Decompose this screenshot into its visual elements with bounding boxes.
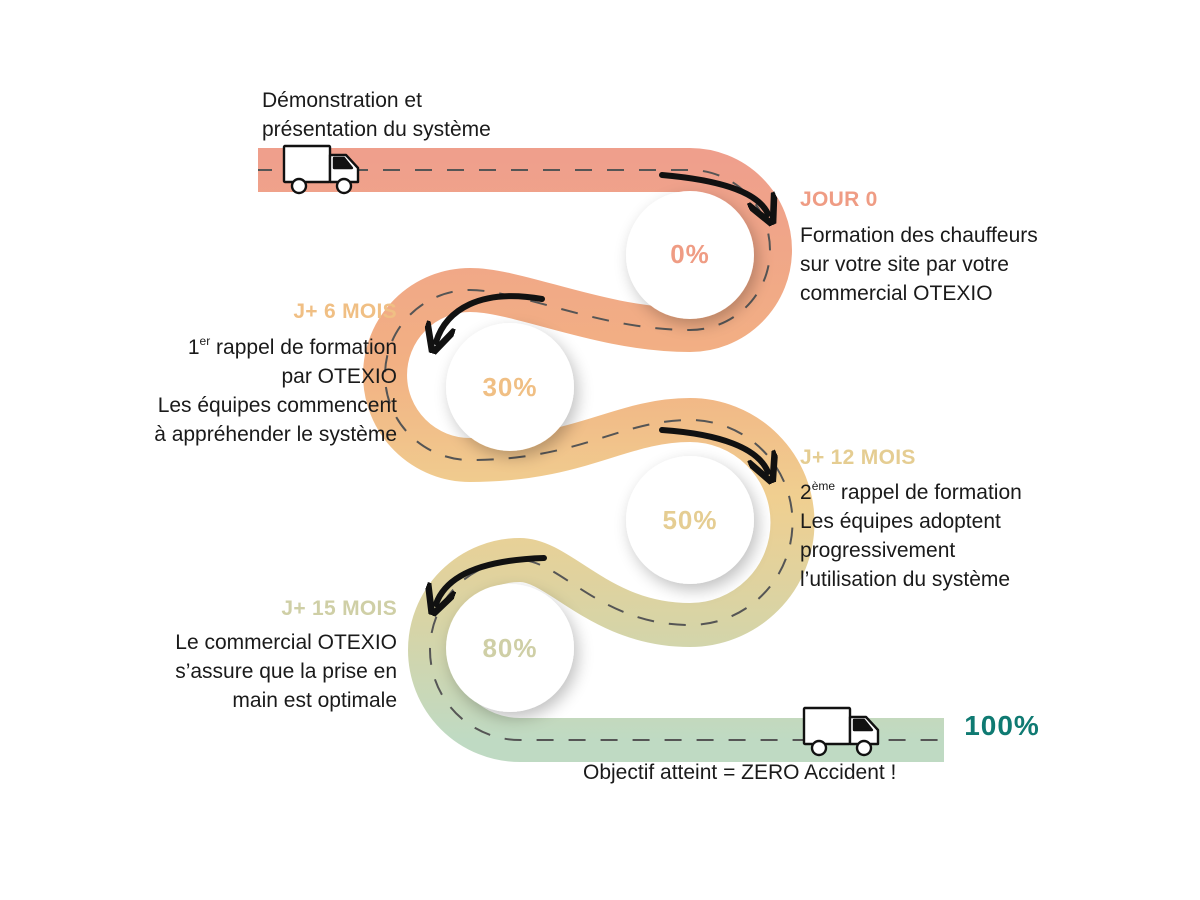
jour0-line-3: commercial OTEXIO bbox=[800, 282, 993, 305]
j12-line-1: 2ème rappel de formation bbox=[800, 478, 1022, 507]
j6-line-3: Les équipes commencent bbox=[157, 394, 397, 417]
stage-title-j6: J+ 6 MOIS bbox=[293, 300, 397, 323]
j6-line-1: 1er rappel de formation bbox=[154, 333, 397, 362]
stage-title-j12: J+ 12 MOIS bbox=[800, 446, 916, 469]
intro-line-2: présentation du système bbox=[262, 118, 491, 141]
curved-arrow-icon bbox=[659, 172, 768, 214]
progress-circle-30 bbox=[446, 323, 574, 451]
j12-line-4: l’utilisation du système bbox=[800, 568, 1011, 591]
j15-line-2: s’assure que la prise en bbox=[175, 660, 397, 683]
stage-text-j6: 1er rappel de formation par OTEXIO Les é… bbox=[154, 333, 397, 449]
curved-arrow-icon bbox=[436, 555, 547, 604]
j12-line-2: Les équipes adoptent bbox=[800, 510, 1001, 533]
percent-final: 100% bbox=[964, 710, 1040, 741]
j6-line-4: à appréhender le système bbox=[154, 423, 397, 446]
stage-text-j12: 2ème rappel de formation Les équipes ado… bbox=[800, 478, 1022, 594]
jour0-line-2: sur votre site par votre bbox=[800, 253, 1009, 276]
j15-line-3: main est optimale bbox=[232, 689, 397, 712]
stage-text-j15: Le commercial OTEXIO s’assure que la pri… bbox=[175, 628, 397, 715]
j6-ordinal: 1 bbox=[187, 336, 200, 359]
intro-line-1: Démonstration et bbox=[262, 89, 422, 112]
percent-j12: 50% bbox=[662, 505, 718, 535]
stage-title-jour0: JOUR 0 bbox=[800, 188, 878, 211]
percent-jour0: 0% bbox=[670, 239, 710, 269]
progress-circle-0 bbox=[626, 191, 754, 319]
stage-title-j15: J+ 15 MOIS bbox=[281, 597, 397, 620]
j12-ordinal: 2 bbox=[800, 481, 812, 504]
j6-line-1-rest: rappel de formation bbox=[210, 336, 397, 359]
j15-line-1: Le commercial OTEXIO bbox=[175, 631, 397, 654]
j6-line-2: par OTEXIO bbox=[281, 365, 397, 388]
intro-text: Démonstration et présentation du système bbox=[262, 86, 491, 144]
final-caption: Objectif atteint = ZERO Accident ! bbox=[583, 761, 897, 784]
curved-arrow-icon bbox=[659, 427, 768, 472]
j6-ordinal-suffix: er bbox=[199, 334, 211, 348]
j12-line-3: progressivement bbox=[800, 539, 956, 562]
jour0-line-1: Formation des chauffeurs bbox=[800, 224, 1038, 247]
percent-j15: 80% bbox=[482, 633, 538, 663]
progress-circle-50 bbox=[626, 456, 754, 584]
truck-icon bbox=[282, 144, 360, 195]
j12-line-1-rest: rappel de formation bbox=[835, 481, 1022, 504]
truck-icon bbox=[802, 706, 880, 757]
progress-circle-80 bbox=[446, 584, 574, 712]
j12-ordinal-suffix: ème bbox=[811, 479, 836, 493]
stage-text-jour0: Formation des chauffeurs sur votre site … bbox=[800, 221, 1038, 308]
percent-j6: 30% bbox=[482, 372, 538, 402]
curved-arrow-icon bbox=[436, 293, 545, 342]
